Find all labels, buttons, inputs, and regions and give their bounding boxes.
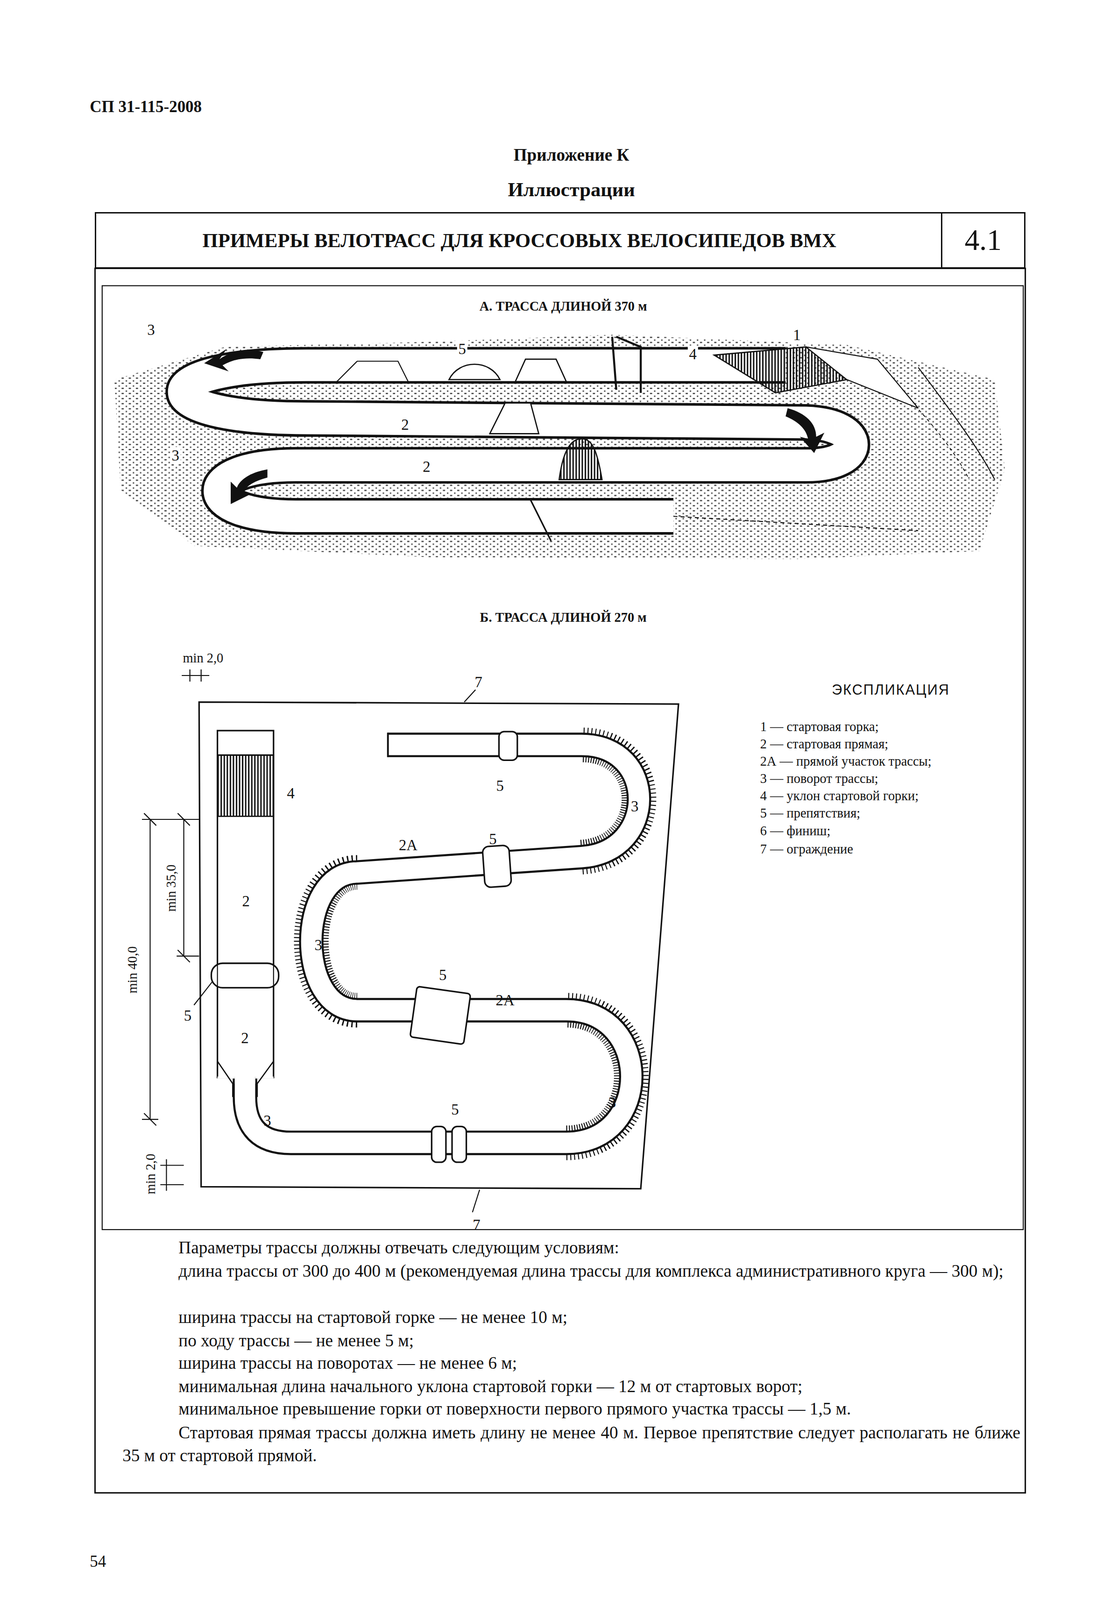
section-heading: Иллюстрации — [507, 178, 635, 201]
callout-number: 5 — [488, 830, 497, 848]
callout-number: 2А — [495, 991, 515, 1009]
requirement-text: Стартовая прямая трассы должна иметь дли… — [122, 1420, 1021, 1467]
callout-number: 2 — [241, 892, 250, 910]
callout-number: 3 — [630, 797, 639, 815]
explication-item: 3 — поворот трассы; — [760, 771, 879, 786]
requirement-text: ширина трассы на поворотах — не менее 6 … — [122, 1350, 1021, 1374]
callout-number: 2 — [399, 416, 411, 433]
callout-number: 7 — [474, 673, 483, 691]
requirement-text: Параметры трассы должны отвечать следующ… — [122, 1235, 1021, 1259]
sheet-number-box: 4.1 — [940, 212, 1026, 269]
explication-item: 6 — финиш; — [760, 823, 831, 838]
callout-number: 5 — [183, 1006, 192, 1024]
callout-number: 2 — [421, 458, 432, 475]
heading-box: ПРИМЕРЫ ВЕЛОТРАСС ДЛЯ КРОССОВЫХ ВЕЛОСИПЕ… — [94, 212, 944, 269]
callout-number: 3 — [170, 446, 181, 464]
callout-number: 5 — [457, 340, 468, 358]
callout-number: 5 — [495, 777, 504, 794]
section-heading: А. ТРАССА ДЛИНОЙ 370 м — [479, 298, 648, 314]
callout-number: 3 — [145, 321, 156, 339]
requirement-text: по ходу трассы — не менее 5 м; — [122, 1328, 1021, 1352]
callout-number: 3 — [314, 936, 323, 954]
page-title: Приложение К — [513, 145, 630, 165]
callout-number: 4 — [687, 345, 698, 363]
callout-number: 7 — [472, 1216, 481, 1233]
requirement-text: минимальная длина начального уклона стар… — [122, 1374, 1021, 1398]
explication-item: 7 — ограждение — [760, 841, 854, 856]
dimension-label: min 40,0 — [125, 945, 140, 993]
explication-heading: ЭКСПЛИКАЦИЯ — [831, 681, 950, 698]
section-heading: Б. ТРАССА ДЛИНОЙ 270 м — [480, 609, 647, 625]
callout-number: 4 — [287, 784, 295, 802]
dimension-label: min 2,0 — [182, 650, 224, 666]
callout-number: 1 — [791, 326, 802, 344]
explication-item: 4 — уклон стартовой горки; — [760, 788, 919, 804]
requirement-text: минимальное превышение горки от поверхно… — [122, 1396, 1021, 1420]
callout-number: 3 — [263, 1111, 271, 1129]
callout-number: 5 — [451, 1100, 459, 1118]
requirement-text: длина трассы от 300 до 400 м (рекомендуе… — [122, 1258, 1021, 1282]
explication-item: 2 — стартовая прямая; — [760, 736, 889, 751]
sheet-number: 4.1 — [964, 223, 1002, 258]
callout-number: 54 — [89, 1552, 107, 1570]
callout-number: 2А — [398, 836, 418, 854]
section-heading: СП 31-115-2008 — [89, 98, 202, 116]
dimension-label: min 2,0 — [143, 1152, 159, 1194]
callout-number: 5 — [438, 966, 447, 983]
explication-item: 1 — стартовая горка; — [760, 719, 879, 734]
explication-item: 2А — прямой участок трассы; — [760, 753, 932, 769]
callout-number: 3 — [608, 1093, 616, 1111]
dimension-label: min 35,0 — [163, 863, 179, 912]
explication-item: 5 — препятствия; — [760, 806, 861, 821]
requirement-text: ширина трассы на стартовой горке — не ме… — [122, 1305, 1021, 1329]
callout-number: 2 — [240, 1029, 249, 1047]
heading-text: ПРИМЕРЫ ВЕЛОТРАСС ДЛЯ КРОССОВЫХ ВЕЛОСИПЕ… — [202, 228, 837, 252]
